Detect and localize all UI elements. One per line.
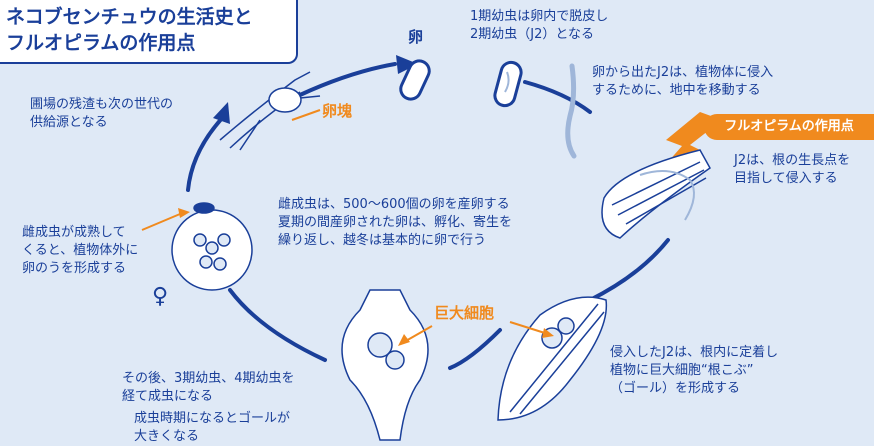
note-adult: その後、3期幼虫、4期幼虫を 経て成虫になる (122, 370, 295, 406)
note-gall-grow-line-2: 大きくなる (134, 429, 200, 444)
note-residue: 圃場の残渣も次の世代の 供給源となる (30, 96, 173, 132)
note-hatch: 卵から出たJ2は、植物体に侵入 するために、地中を移動する (592, 64, 773, 100)
note-gall-grow: 成虫時期になるとゴールが 大きくなる (134, 410, 290, 446)
note-hatch-line-2: するために、地中を移動する (592, 83, 761, 98)
note-molt-line-2: 2期幼虫（J2）となる (470, 27, 594, 42)
gall-shape (341, 289, 429, 441)
title-box: ネコブセンチュウの生活史と フルオピラムの作用点 (0, 0, 298, 64)
j2-larva-shape (565, 63, 577, 159)
action-point-badge: フルオピラムの作用点 (704, 114, 874, 140)
note-invade-line-1: J2は、根の生長点を (734, 153, 851, 168)
giant-cell-label: 巨大細胞 (434, 304, 495, 322)
note-egg-sac: 雌成虫が成熟して くると、植物体外に 卵のうを形成する (22, 224, 138, 278)
cycle-arc-right (588, 238, 670, 302)
note-residue-line-1: 圃場の残渣も次の世代の (30, 97, 174, 112)
cycle-arc-top-right (523, 80, 592, 114)
note-center-line-3: 繰り返し、越冬は基本的に卵で行う (278, 233, 487, 248)
cycle-arrowhead-left (213, 102, 230, 124)
cycle-arc-left (186, 113, 227, 192)
note-egg-sac-line-3: 卵のうを形成する (22, 261, 127, 276)
note-adult-line-2: 経て成虫になる (122, 389, 214, 404)
note-invade: J2は、根の生長点を 目指して侵入する (734, 152, 850, 188)
cycle-arc-top (298, 62, 397, 97)
residue-shape (219, 71, 321, 151)
note-egg-sac-line-1: 雌成虫が成熟して (22, 225, 126, 240)
note-gall-grow-line-1: 成虫時期になるとゴールが (134, 411, 291, 426)
note-molt-line-1: 1期幼虫は卵内で脱皮し (470, 9, 609, 24)
note-invade-line-2: 目指して侵入する (734, 171, 838, 186)
note-molt: 1期幼虫は卵内で脱皮し 2期幼虫（J2）となる (470, 8, 608, 44)
note-gall: 侵入したJ2は、根内に定着し 植物に巨大細胞“根こぶ” （ゴール）を形成する (610, 344, 778, 398)
cycle-arrowhead-top (396, 55, 418, 74)
note-adult-line-1: その後、3期幼虫、4期幼虫を (122, 371, 295, 386)
egg-shapes (399, 59, 523, 108)
egg-sac-shape (171, 202, 253, 291)
title-line-2: フルオピラムの作用点 (6, 32, 196, 54)
note-center: 雌成虫は、500〜600個の卵を産卵する 夏期の間産卵された卵は、孵化、寄生を … (278, 196, 512, 250)
note-hatch-line-1: 卵から出たJ2は、植物体に侵入 (592, 65, 774, 80)
note-gall-line-3: （ゴール）を形成する (610, 381, 741, 396)
note-residue-line-2: 供給源となる (30, 115, 108, 130)
gall-root-shape (497, 296, 608, 421)
note-center-line-1: 雌成虫は、500〜600個の卵を産卵する (278, 197, 510, 212)
egg-mass-label: 卵塊 (322, 102, 353, 120)
note-egg-sac-line-2: くると、植物体外に (22, 243, 139, 258)
note-center-line-2: 夏期の間産卵された卵は、孵化、寄生を (278, 215, 513, 230)
female-symbol: ♀ (152, 284, 169, 309)
note-gall-line-1: 侵入したJ2は、根内に定着し (610, 345, 779, 360)
title-line-1: ネコブセンチュウの生活史と (6, 6, 253, 28)
cycle-arc-bottom (448, 328, 502, 370)
egg-label: 卵 (408, 28, 424, 46)
note-gall-line-2: 植物に巨大細胞“根こぶ” (610, 363, 754, 378)
cycle-arc-bottom-left (228, 288, 327, 362)
